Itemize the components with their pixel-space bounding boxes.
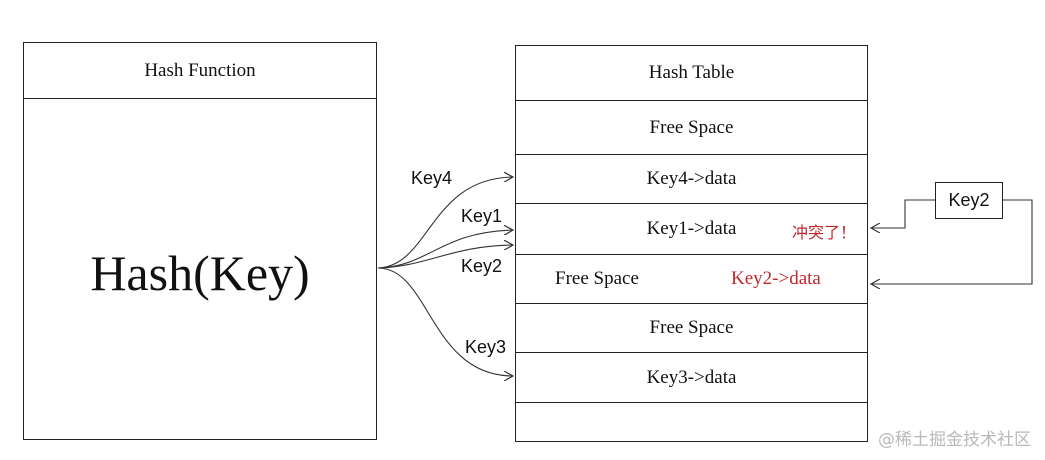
hash-table-row <box>516 403 867 441</box>
hash-table-row: Free Space <box>516 304 867 353</box>
label-key3: Key3 <box>465 337 507 357</box>
arrow-key3 <box>377 267 513 376</box>
hash-table-row: Free Space <box>516 255 867 304</box>
collision-connector <box>871 199 935 228</box>
hash-table-box: Hash Table Free Space Key4->data Key1->d… <box>515 45 868 442</box>
arrow-key4 <box>377 177 513 269</box>
watermark: @稀土掘金技术社区 <box>878 430 1031 450</box>
hash-table-row: Key3->data <box>516 353 867 403</box>
reroute-connector <box>871 199 1033 284</box>
label-key4: Key4 <box>411 168 453 188</box>
hash-function-formula: Hash(Key) <box>90 244 310 301</box>
hash-function-title: Hash Function <box>24 43 376 99</box>
label-key1: Key1 <box>461 206 503 226</box>
hash-function-box: Hash Function Hash(Key) <box>23 42 377 440</box>
relocated-entry: Key2->data <box>731 268 821 289</box>
incoming-key-box: Key2 <box>935 182 1003 219</box>
hash-table-title: Hash Table <box>516 46 867 101</box>
hash-table-row: Key1->data <box>516 204 867 255</box>
arrow-key2 <box>377 245 513 269</box>
label-key2: Key2 <box>461 256 503 276</box>
hash-table-row-text: Key1->data <box>646 218 737 239</box>
arrow-key1 <box>377 230 513 269</box>
hash-table-row: Free Space <box>516 101 867 155</box>
hash-table-row-text: Free Space <box>555 268 639 289</box>
collision-note: 冲突了！ <box>792 223 857 242</box>
hash-table-row: Key4->data <box>516 155 867 204</box>
